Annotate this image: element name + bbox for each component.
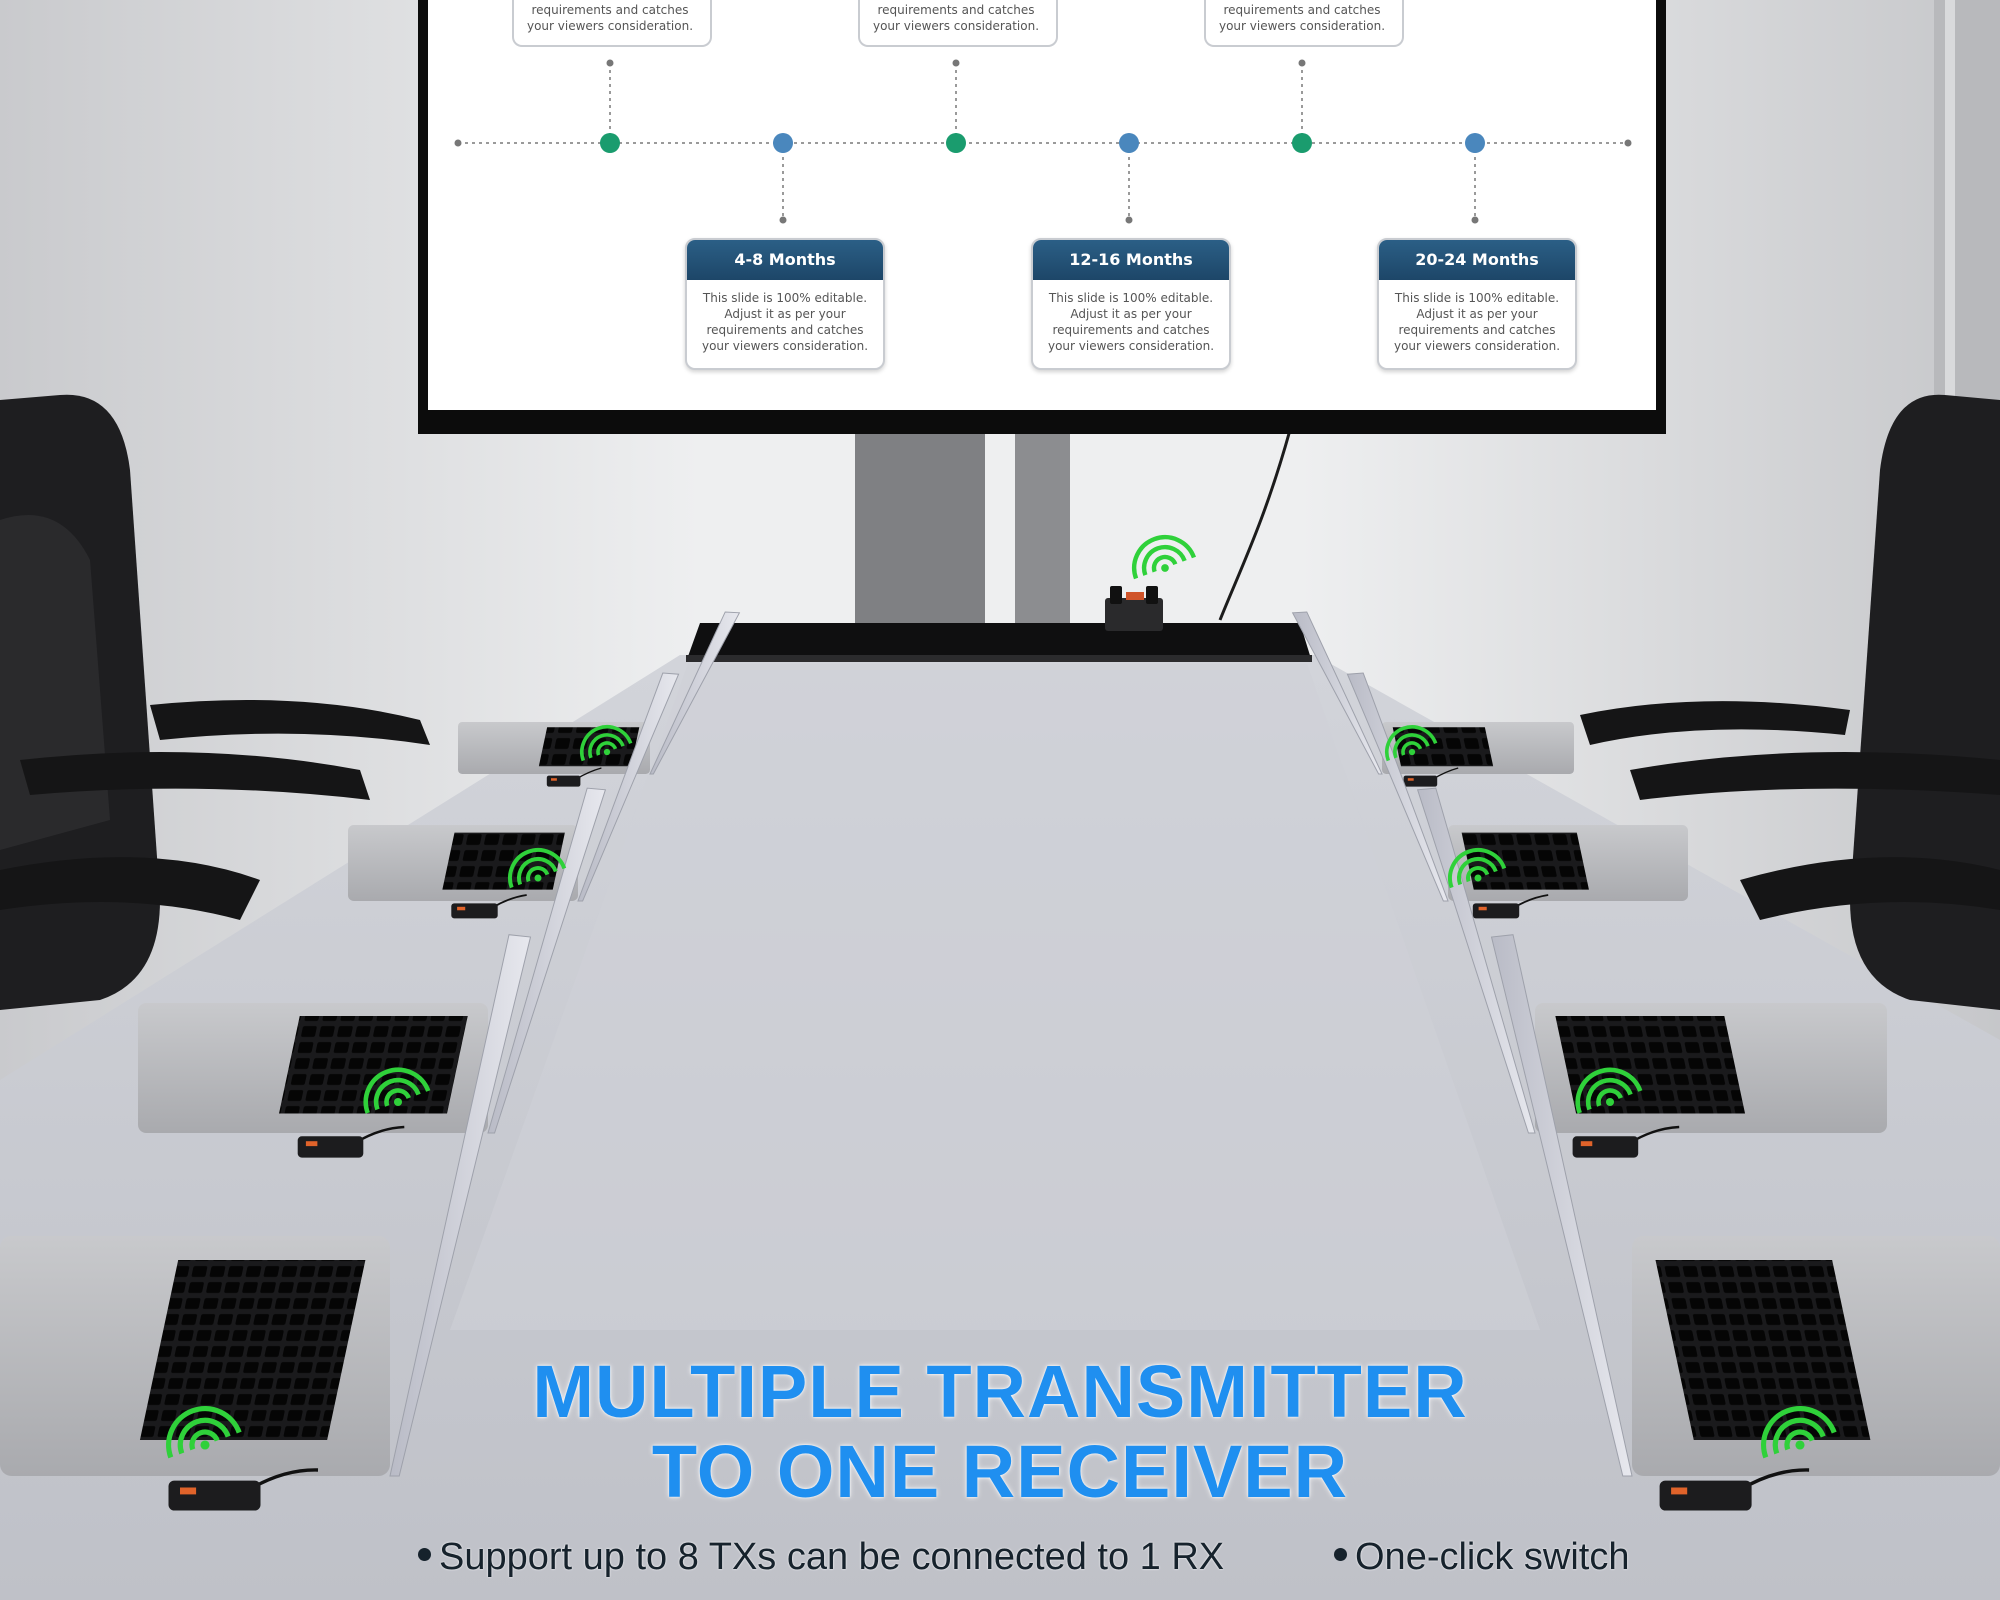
- bullet-icon: [418, 1548, 431, 1562]
- office-chair-right: [1580, 394, 2000, 1010]
- headline-line-2: TO ONE RECEIVER: [651, 1430, 1349, 1513]
- laptop: [1490, 934, 2000, 1511]
- timeline-dot: [773, 133, 793, 153]
- transmitter-dongle: [1472, 894, 1549, 919]
- wifi-signal-icon: [1132, 535, 1197, 580]
- wifi-signal-icon: [1575, 1067, 1643, 1114]
- wifi-signal-icon: [1385, 725, 1438, 762]
- laptop: [1416, 787, 1887, 1158]
- laptop: [0, 934, 532, 1511]
- timeline-card-1: 4-8 Months This slide is 100% editable. …: [685, 238, 885, 370]
- receiver-box: [1105, 586, 1163, 631]
- timeline-card-title: 12-16 Months: [1033, 240, 1229, 280]
- timeline-top-desc-1: requirements and catches your viewers co…: [526, 3, 694, 33]
- transmitter-dongle: [1572, 1125, 1680, 1158]
- timeline-top-desc-3: requirements and catches your viewers co…: [1218, 3, 1386, 33]
- timeline-top-box-3: [1204, 0, 1404, 47]
- transmitter-dongle: [1403, 767, 1459, 787]
- headline-line-1: MULTIPLE TRANSMITTER: [532, 1350, 1468, 1433]
- timeline-card-3: 20-24 Months This slide is 100% editable…: [1377, 238, 1577, 370]
- transmitter-dongle: [297, 1125, 405, 1158]
- timeline-card-title: 4-8 Months: [687, 240, 883, 280]
- timeline-dot: [1465, 133, 1485, 153]
- tv-stand-pole: [855, 430, 985, 660]
- timeline-card-2: 12-16 Months This slide is 100% editable…: [1031, 238, 1231, 370]
- headline: MULTIPLE TRANSMITTER TO ONE RECEIVER: [0, 1352, 2000, 1512]
- wifi-signal-icon: [363, 1067, 431, 1114]
- wifi-signal-icon: [508, 848, 567, 889]
- wifi-signal-icon: [1761, 1406, 1837, 1459]
- wifi-signal-icon: [166, 1406, 242, 1459]
- timeline-dot: [946, 133, 966, 153]
- feature-1: Support up to 8 TXs can be connected to …: [418, 1536, 1224, 1579]
- transmitter-dongle: [1659, 1468, 1810, 1511]
- timeline-top-box-1: [512, 0, 712, 47]
- timeline-top-desc-2: requirements and catches your viewers co…: [872, 3, 1040, 33]
- timeline-top-box-2: [858, 0, 1058, 47]
- feature-1-text: Support up to 8 TXs can be connected to …: [439, 1536, 1225, 1578]
- timeline-card-title: 20-24 Months: [1379, 240, 1575, 280]
- timeline-dot: [1119, 133, 1139, 153]
- timeline-card-desc: This slide is 100% editable. Adjust it a…: [1047, 291, 1215, 353]
- feature-2-text: One-click switch: [1355, 1536, 1630, 1578]
- bullet-icon: [1334, 1548, 1347, 1562]
- tv-cable: [1218, 429, 1292, 621]
- wifi-signal-icon: [580, 725, 633, 762]
- feature-2: One-click switch: [1334, 1536, 1630, 1579]
- office-chair-left: [0, 394, 430, 1010]
- transmitter-dongle: [168, 1468, 319, 1511]
- transmitter-dongle: [546, 767, 602, 787]
- timeline-dot: [1292, 133, 1312, 153]
- timeline-dot: [600, 133, 620, 153]
- table-center-box: [686, 623, 1312, 662]
- transmitter-dongle: [451, 894, 527, 919]
- timeline-card-desc: This slide is 100% editable. Adjust it a…: [1393, 291, 1561, 353]
- timeline-card-desc: This slide is 100% editable. Adjust it a…: [701, 291, 869, 353]
- laptop: [1346, 672, 1688, 919]
- wifi-signal-icon: [1448, 848, 1507, 889]
